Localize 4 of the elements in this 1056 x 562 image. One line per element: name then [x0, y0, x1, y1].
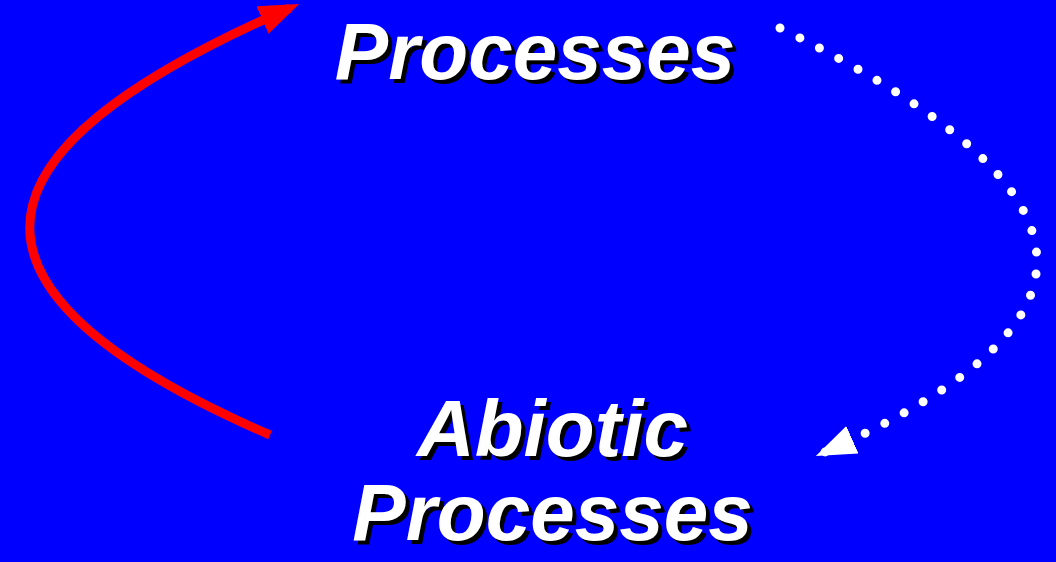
- curved-arrow: [26, 3, 300, 440]
- dotted-arrow: [775, 23, 1042, 457]
- node-label: Abiotic Processes: [351, 387, 754, 555]
- node-label: Processes: [334, 10, 736, 94]
